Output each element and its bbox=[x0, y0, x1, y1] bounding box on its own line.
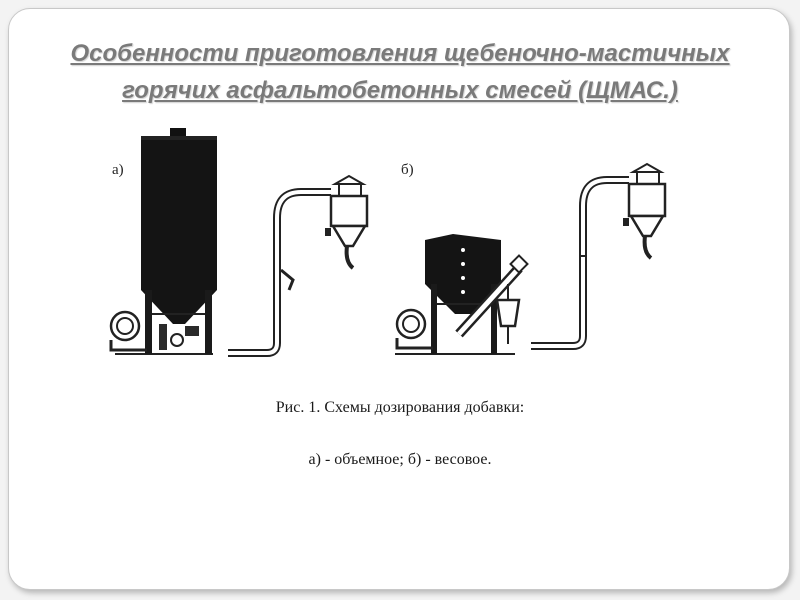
scheme-b-hopper-cone bbox=[425, 284, 501, 314]
scheme-a-cyclone-body bbox=[329, 194, 369, 228]
scheme-b-conveyor-head bbox=[509, 254, 529, 274]
scheme-b-transport-pipe bbox=[531, 176, 629, 350]
scheme-b-weight bbox=[395, 162, 667, 355]
scheme-b-cyclone-cone bbox=[628, 214, 666, 238]
scheme-a-cyclone-discharge bbox=[344, 245, 355, 270]
scheme-a-silo-cone bbox=[141, 290, 217, 324]
scheme-a-cyclone-bracket bbox=[325, 228, 331, 236]
scheme-b-cyclone-body bbox=[627, 182, 667, 218]
scheme-a-cyclone-cone bbox=[330, 224, 368, 248]
dosing-schemes-drawing bbox=[109, 128, 667, 357]
scheme-b-hopper-leg-left bbox=[431, 284, 437, 354]
scheme-b-cyclone-bracket bbox=[623, 218, 629, 226]
scheme-a-fan-rotor bbox=[116, 317, 134, 335]
scheme-b-level-mark-4 bbox=[461, 290, 465, 294]
scheme-a-transport-pipe bbox=[228, 188, 331, 357]
figure-label-a: а) bbox=[112, 162, 124, 178]
figure-caption-legend: а) - объемное; б) - весовое. bbox=[308, 451, 492, 468]
scheme-b-level-mark-3 bbox=[461, 276, 465, 280]
scheme-a-silo-leg-left bbox=[145, 290, 152, 354]
scheme-a-motor bbox=[185, 326, 199, 336]
scheme-b-hopper-leg-right bbox=[491, 284, 497, 354]
scheme-a-silo-body bbox=[141, 140, 217, 290]
scheme-a-transport-pipe-inner bbox=[228, 190, 331, 355]
figure-caption-title: Рис. 1. Схемы дозирования добавки: bbox=[275, 399, 525, 416]
scheme-b-transport-pipe-inner bbox=[531, 178, 629, 348]
title-line-1: Особенности приготовления щебеночно-маст… bbox=[70, 40, 730, 67]
scheme-a-dosing-wheel bbox=[170, 333, 184, 347]
scheme-b-cyclone-discharge bbox=[642, 235, 653, 260]
scheme-a-silo-roof bbox=[141, 136, 217, 141]
scheme-b-level-mark-2 bbox=[461, 262, 465, 266]
figure-label-b: б) bbox=[401, 162, 414, 178]
scheme-a-silo-leg-right bbox=[205, 290, 212, 354]
scheme-b-fan-rotor bbox=[402, 315, 420, 333]
scheme-b-weigh-hopper bbox=[495, 298, 521, 328]
slide-title: Особенности приготовления щебеночно-маст… bbox=[0, 35, 800, 109]
dosing-schemes-figure: а) б) bbox=[95, 118, 775, 378]
scheme-a-feeder bbox=[159, 324, 167, 350]
scheme-b-screw-conveyor-inner bbox=[457, 266, 521, 336]
scheme-a-fan-outlet bbox=[109, 340, 147, 352]
scheme-b-cyclone-top bbox=[636, 171, 660, 185]
slide-frame bbox=[8, 8, 790, 590]
scheme-b-fan-outlet bbox=[395, 338, 433, 350]
scheme-b-cyclone-hood bbox=[629, 162, 665, 173]
scheme-b-hopper-roof bbox=[425, 234, 501, 240]
scheme-a-volumetric bbox=[109, 128, 369, 357]
scheme-a-cyclone-hood bbox=[331, 174, 367, 185]
scheme-b-level-mark-1 bbox=[461, 248, 465, 252]
scheme-a-cyclone-top bbox=[338, 183, 362, 197]
title-line-2: горячих асфальтобетонных смесей (ЩМАС.) bbox=[122, 77, 678, 104]
scheme-a-pipe-branch bbox=[280, 268, 295, 291]
